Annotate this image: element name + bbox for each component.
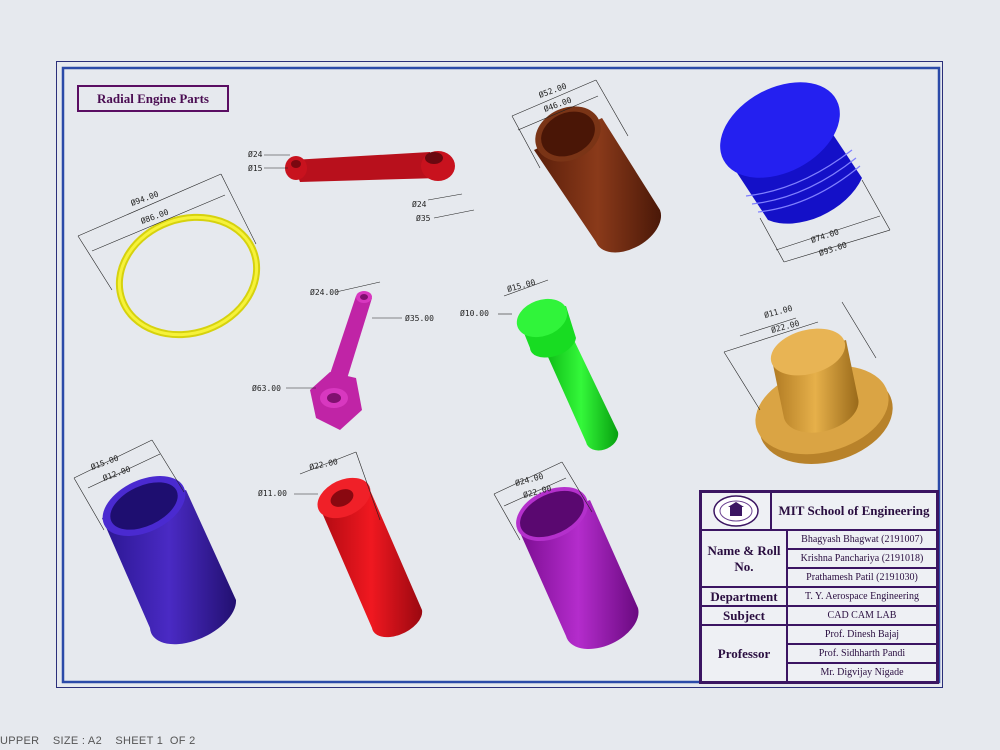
professor-2: Prof. Sidhharth Pandi xyxy=(787,644,937,663)
subject-value: CAD CAM LAB xyxy=(787,606,937,625)
student-3: Prathamesh Patil (2191030) xyxy=(787,568,937,587)
master-rod xyxy=(286,281,402,430)
student-1: Bhagyash Bhagwat (2191007) xyxy=(787,530,937,549)
cylinder-liner xyxy=(511,79,662,253)
flange-bush xyxy=(723,301,893,465)
student-2: Krishna Panchariya (2191018) xyxy=(787,549,937,568)
dim-master-small: Ø24.00 xyxy=(310,287,339,297)
drawing-sheet xyxy=(56,61,943,688)
name-roll-label: Name & Roll No. xyxy=(701,530,787,587)
dim-rod-big-1: Ø24 xyxy=(412,199,427,209)
dim-master-big: Ø63.00 xyxy=(252,383,281,393)
dim-pin-inner: Ø10.00 xyxy=(460,308,489,318)
sheet-border xyxy=(61,66,941,684)
connecting-rod xyxy=(264,151,475,219)
dim-rod-small-2: Ø15 xyxy=(248,163,263,173)
dim-sleeve3-outer: Ø24.00 xyxy=(514,471,545,488)
sleeve-red xyxy=(294,451,423,638)
university-logo-cell xyxy=(701,492,771,530)
piston-ring xyxy=(77,173,261,339)
title-block: MIT School of Engineering Name & Roll No… xyxy=(699,490,939,684)
professor-3: Mr. Digvijay Nigade xyxy=(787,663,937,682)
dim-piston-2: Ø93.00 xyxy=(818,239,849,257)
professor-label: Professor xyxy=(701,625,787,682)
dim-piston-1: Ø74.00 xyxy=(810,226,841,244)
dim-sleeve2-inner: Ø11.00 xyxy=(258,488,287,498)
university-seal-icon xyxy=(713,495,759,527)
professor-1: Prof. Dinesh Bajaj xyxy=(787,625,937,644)
dim-flange-1: Ø11.00 xyxy=(763,303,794,320)
subject-label: Subject xyxy=(701,606,787,625)
gudgeon-pin xyxy=(498,279,619,451)
department-label: Department xyxy=(701,587,787,606)
dim-ring-outer: Ø94.00 xyxy=(129,189,160,208)
dim-master-mid: Ø35.00 xyxy=(405,313,434,323)
dim-rod-small-1: Ø24 xyxy=(248,149,263,159)
sheet-status-bar: UPPER SIZE : A2 SHEET 1 OF 2 xyxy=(0,735,196,747)
dim-sleeve2-outer: Ø22.00 xyxy=(308,456,339,472)
dim-pin-outer: Ø15.00 xyxy=(506,277,537,294)
piston xyxy=(720,82,891,263)
school-name: MIT School of Engineering xyxy=(771,492,937,530)
sleeve-blue xyxy=(73,439,237,645)
dim-rod-big-2: Ø35 xyxy=(416,213,431,223)
sleeve-purple xyxy=(493,461,639,649)
drawing-title: Radial Engine Parts xyxy=(77,85,229,112)
department-value: T. Y. Aerospace Engineering xyxy=(787,587,937,606)
